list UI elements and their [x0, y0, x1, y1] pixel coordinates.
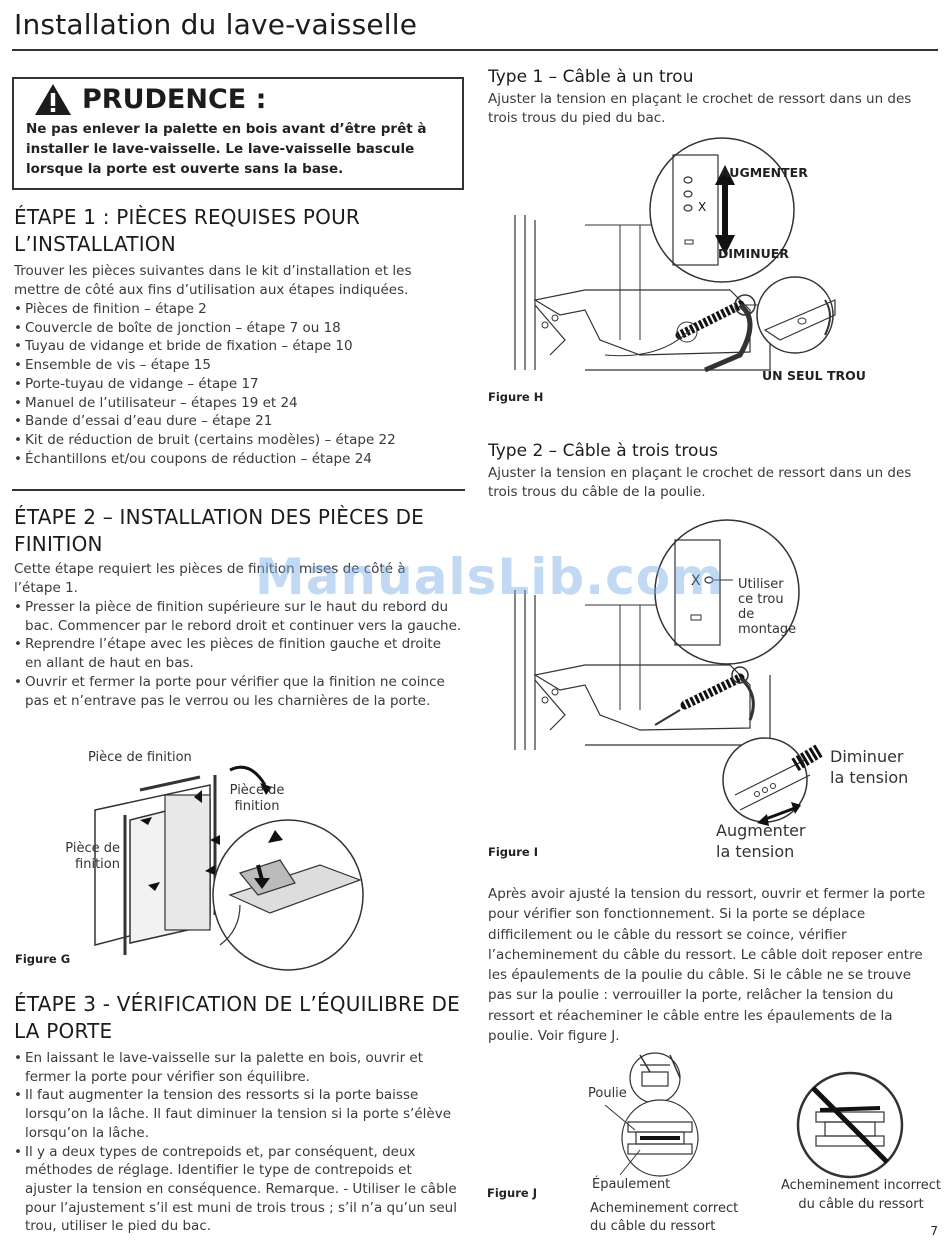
step2-list: Presser la pièce de finition supérieure …: [14, 598, 462, 710]
step1-intro: Trouver les pièces suivantes dans le kit…: [14, 263, 412, 298]
caution-box: PRUDENCE : Ne pas enlever la palette en …: [12, 77, 464, 190]
step1-parts-list: Pièces de finition – étape 2 Couvercle d…: [14, 300, 454, 468]
figure-h-diminuer: DIMINUER: [718, 246, 789, 261]
svg-text:X: X: [691, 573, 701, 589]
list-item: Ouvrir et fermer la porte pour vérifier …: [14, 673, 462, 710]
figure-h-illustration: X: [514, 137, 836, 373]
list-item: Reprendre l’étape avec les pièces de fin…: [14, 635, 462, 672]
figure-g-caption: Figure G: [15, 952, 71, 966]
figure-h-augmenter: AUGMENTER: [720, 165, 808, 180]
figure-i-illustration: X: [514, 519, 824, 826]
figure-g-label-top: Pièce de finition: [88, 750, 192, 765]
title-divider: [12, 49, 938, 51]
after-adjust-text: Après avoir ajusté la tension du ressort…: [488, 886, 926, 1045]
figure-j-illustration: [604, 1052, 904, 1179]
list-item: Ensemble de vis – étape 15: [14, 356, 454, 375]
svg-text:X: X: [698, 200, 706, 214]
type1-title: Type 1 – Câble à un trou: [488, 67, 694, 87]
figure-i-augmenter-label: Augmenter la tension: [716, 821, 806, 861]
list-item: Porte-tuyau de vidange – étape 17: [14, 375, 454, 394]
figure-j-incorrect-label: Acheminement incorrect du câble du resso…: [780, 1178, 942, 1212]
figure-i-use-hole-label: Utiliser ce trou de montage: [738, 577, 797, 637]
caution-text: Ne pas enlever la palette en bois avant …: [26, 121, 427, 177]
watermark: ManualsLib.com: [255, 548, 725, 606]
figure-j-poulie-label: Poulie: [588, 1086, 627, 1101]
list-item: Il faut augmenter la tension des ressort…: [14, 1086, 462, 1142]
page-number: 7: [930, 1224, 938, 1238]
caution-heading: PRUDENCE :: [34, 83, 266, 116]
step2-title: ÉTAPE 2 – INSTALLATION DES PIÈCES DE FIN…: [14, 505, 425, 556]
figure-j-caption: Figure J: [487, 1186, 537, 1200]
section-divider: [12, 489, 465, 491]
figure-h-un-seul-trou: UN SEUL TROU: [762, 368, 866, 383]
step2-intro: Cette étape requiert les pièces de finit…: [14, 561, 406, 596]
type1-text: Ajuster la tension en plaçant le crochet…: [488, 91, 912, 126]
figure-j-epaulement-label: Épaulement: [592, 1177, 671, 1192]
list-item: Pièces de finition – étape 2: [14, 300, 454, 319]
figure-h-caption: Figure H: [488, 390, 544, 404]
list-item: Presser la pièce de finition supérieure …: [14, 598, 462, 635]
step1-title: ÉTAPE 1 : PIÈCES REQUISES POUR L’INSTALL…: [14, 205, 360, 256]
figure-i-caption: Figure I: [488, 845, 538, 859]
list-item: Couvercle de boîte de jonction – étape 7…: [14, 319, 454, 338]
step3-list: En laissant le lave-vaisselle sur la pal…: [14, 1049, 462, 1236]
figure-g-label-left: Pièce de finition: [65, 841, 120, 872]
caution-word: PRUDENCE :: [82, 84, 267, 115]
list-item: Échantillons et/ou coupons de réduction …: [14, 450, 454, 469]
list-item: Tuyau de vidange et bride de fixation – …: [14, 337, 454, 356]
type2-text: Ajuster la tension en plaçant le crochet…: [488, 465, 912, 500]
page-title: Installation du lave-vaisselle: [14, 8, 418, 41]
list-item: Manuel de l’utilisateur – étapes 19 et 2…: [14, 394, 454, 413]
list-item: Il y a deux types de contrepoids et, par…: [14, 1143, 462, 1237]
list-item: En laissant le lave-vaisselle sur la pal…: [14, 1049, 462, 1086]
figure-g-illustration: [94, 765, 364, 971]
figure-g-label-right: Pièce de finition: [229, 783, 285, 814]
type2-title: Type 2 – Câble à trois trous: [488, 441, 719, 461]
step3-title: ÉTAPE 3 - VÉRIFICATION DE L’ÉQUILIBRE DE…: [14, 992, 460, 1043]
list-item: Kit de réduction de bruit (certains modè…: [14, 431, 454, 450]
warning-triangle-icon: [35, 84, 71, 115]
figure-j-correct-label: Acheminement correct du câble du ressort: [590, 1201, 739, 1234]
figure-i-diminuer-label: Diminuer la tension: [830, 747, 909, 787]
list-item: Bande d’essai d’eau dure – étape 21: [14, 412, 454, 431]
